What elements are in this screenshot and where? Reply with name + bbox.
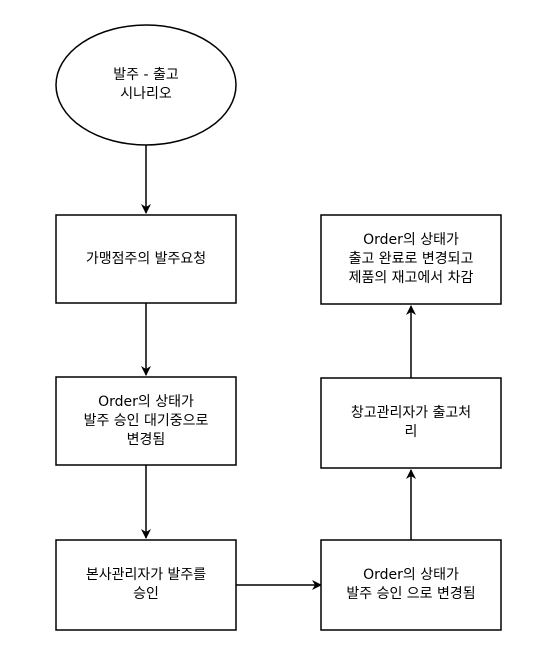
request-box <box>55 214 237 304</box>
approve-box <box>55 539 237 631</box>
approved-box <box>320 539 502 631</box>
start-ellipse <box>55 24 237 146</box>
pending-box <box>55 376 237 466</box>
release-box <box>320 377 502 469</box>
complete-box <box>320 214 502 305</box>
